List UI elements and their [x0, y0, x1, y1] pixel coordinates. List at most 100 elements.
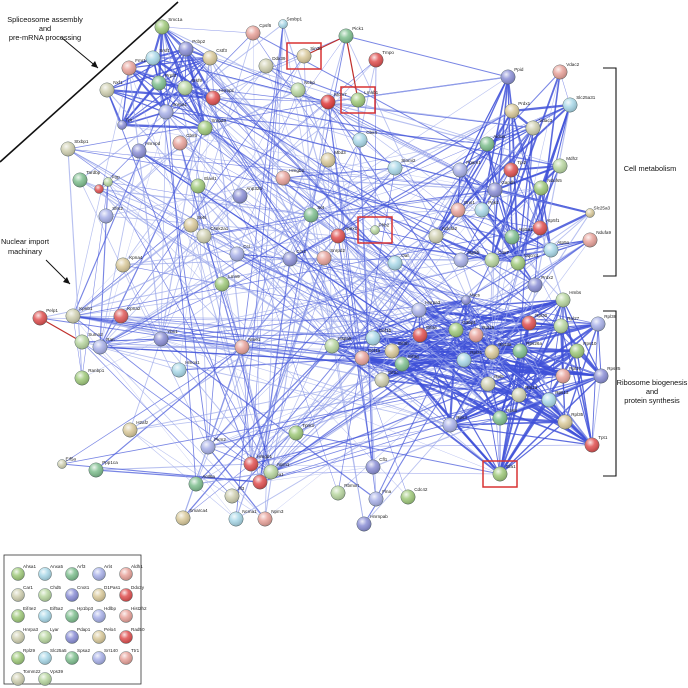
node-snrpd2[interactable]: Snrpd2: [316, 248, 346, 266]
node-ilf3[interactable]: Ilf3: [224, 486, 245, 504]
node-atp5f1[interactable]: Atp5f1: [532, 218, 560, 236]
node-ybx1[interactable]: Ybx1: [153, 329, 178, 347]
node-cstf3[interactable]: Cstf3: [202, 48, 228, 66]
node-rps8[interactable]: Rps8: [492, 408, 518, 426]
node-stxbp1[interactable]: Stxbp1: [60, 139, 89, 157]
node-set[interactable]: Set: [303, 205, 325, 223]
node-anp32b[interactable]: Anp32b: [232, 186, 263, 204]
node-eif3c[interactable]: Eif3c: [374, 370, 399, 388]
node-eif5a[interactable]: Eif5a: [57, 457, 77, 469]
node-mdh2[interactable]: Mdh2: [552, 156, 578, 174]
node-ndufa9[interactable]: Ndufa9: [582, 230, 612, 248]
node-tmpo[interactable]: Tmpo: [368, 50, 395, 68]
node-atp5b[interactable]: Atp5b: [453, 250, 480, 268]
node-hmgb2[interactable]: Hmgb2: [275, 168, 305, 186]
node-uqcrc1[interactable]: Uqcrc1: [510, 253, 539, 271]
node-hnrnpab[interactable]: Hnrnpab: [356, 514, 388, 532]
node-kpna4[interactable]: Kpna4: [115, 255, 143, 273]
node-elavl1[interactable]: Elavl1: [190, 176, 217, 194]
node-ppp1ca[interactable]: Ppp1ca: [88, 460, 118, 478]
node-ncma1[interactable]: Ncma1: [228, 509, 257, 527]
node-hnrnpd[interactable]: Hnrnpd: [131, 141, 161, 159]
node-rpl35[interactable]: Rpl35: [557, 412, 584, 430]
node-nacs[interactable]: Nacs: [461, 293, 481, 305]
node-cox7[interactable]: Cox7: [484, 250, 510, 268]
node-eif3g[interactable]: Eif3g: [394, 354, 419, 372]
node-rpl38[interactable]: Rpl38: [590, 314, 617, 332]
node-srsf9[interactable]: Srsf9: [177, 78, 203, 96]
node-smc1a[interactable]: Smc1a: [154, 17, 183, 35]
node-slc25a31[interactable]: Slc25a31: [562, 95, 596, 113]
node-vdac3[interactable]: Vdac3: [525, 118, 553, 136]
node-rpl13[interactable]: Rpl13: [511, 385, 538, 403]
node-hmbs[interactable]: Hmbs: [555, 290, 582, 308]
node-tardbp[interactable]: Tardbp: [72, 170, 101, 188]
node-ncbp[interactable]: Ncbp: [290, 80, 316, 98]
node-npm1[interactable]: Npm1: [263, 462, 290, 480]
node-ranbp1[interactable]: Ranbp1: [74, 368, 105, 386]
node-rps13[interactable]: Rps13: [541, 390, 569, 408]
node-cpsf6[interactable]: Cpsf6: [245, 23, 272, 41]
node-sumo2[interactable]: Sumo2: [74, 332, 103, 350]
node-pop[interactable]: Pop: [103, 175, 121, 187]
node-ppid[interactable]: Ppid: [500, 67, 524, 85]
node-hmgb1[interactable]: Hmgb1: [243, 454, 273, 472]
node-rpl15[interactable]: Rpl15: [468, 325, 495, 343]
node-prpf3[interactable]: Prpf3: [151, 73, 177, 91]
node-sets[interactable]: Sets: [183, 215, 207, 233]
node-g3bp1[interactable]: G3bp1: [448, 320, 477, 338]
node-pkm2[interactable]: Pkm2: [200, 437, 227, 455]
node-nxf1[interactable]: Nxf1: [99, 80, 123, 98]
node-kpna2[interactable]: Kpna2: [113, 306, 141, 324]
node-hnrnpc[interactable]: Hnrnpc: [205, 88, 235, 106]
node-eef1b[interactable]: Eef1b: [365, 328, 392, 346]
node-vdac2[interactable]: Vdac2: [552, 62, 580, 80]
node-lmnb1[interactable]: Lmnb1: [350, 90, 379, 108]
node-ddx39[interactable]: Ddx39: [258, 56, 286, 74]
node-rps4[interactable]: Rps4: [442, 415, 468, 433]
node-mcm7[interactable]: Mcm7: [320, 92, 347, 110]
node-lmn9[interactable]: Lmn9: [214, 274, 240, 292]
node-rps25[interactable]: Rps25: [593, 366, 621, 384]
node-oat[interactable]: Oat: [387, 253, 410, 271]
node-ccl[interactable]: Ccl: [229, 244, 250, 262]
node-rps26a[interactable]: Rps26a: [512, 341, 543, 359]
node-rps10[interactable]: Rps10: [569, 341, 597, 359]
node-eno1[interactable]: Eno1: [450, 200, 476, 218]
node-flna[interactable]: Flna: [368, 489, 392, 507]
node-h2afz[interactable]: H2afz: [122, 420, 149, 438]
node-pcbp2[interactable]: Pcbp2: [178, 39, 206, 57]
node-npm3[interactable]: Npm3: [257, 509, 284, 527]
node-ndufs5[interactable]: Ndufs5: [533, 178, 562, 196]
node-aldoa[interactable]: Aldoa: [479, 134, 506, 152]
node-cbx5[interactable]: Cbx5: [172, 133, 198, 151]
node-pgam1[interactable]: Pgam1: [452, 160, 481, 178]
node-sfrs2[interactable]: Sfrs2: [98, 206, 124, 224]
node-sin3b[interactable]: Sin3b: [296, 46, 323, 64]
node-tpt1[interactable]: Tpt1: [584, 435, 608, 453]
node-csnk2a1[interactable]: Csnk2a1: [196, 226, 229, 244]
node-pgk1[interactable]: Pgk1: [474, 200, 499, 218]
node-atp5o[interactable]: Atp5o: [543, 240, 570, 258]
node-slc25a3[interactable]: Slc25a3: [585, 206, 611, 218]
node-rps3a[interactable]: Rps3a: [484, 342, 512, 360]
node-hmox1[interactable]: Hmox1: [171, 360, 200, 378]
node-fmr1[interactable]: Fmr1: [121, 58, 147, 76]
node-stomi2[interactable]: Stomi2: [387, 158, 416, 176]
node-tpm3[interactable]: Tpm3: [288, 423, 315, 441]
node-prdx1[interactable]: Prdx1: [504, 101, 531, 119]
node-rbmxrt[interactable]: Rbmxrt: [330, 483, 360, 501]
node-nme1[interactable]: Nme1: [234, 337, 261, 355]
node-ccr2[interactable]: Ccr2: [282, 249, 307, 267]
node-pelp1[interactable]: Pelp1: [32, 308, 59, 326]
node-rpl17[interactable]: Rpl17: [555, 366, 582, 384]
node-pick1[interactable]: Pick1: [338, 26, 364, 44]
node-tpi2[interactable]: Tpi2: [503, 160, 527, 178]
node-efa1[interactable]: Efa1: [492, 464, 516, 482]
node-actl6a[interactable]: Actl6a: [188, 474, 216, 492]
node-phb2[interactable]: Phb2: [370, 223, 390, 235]
node-eif3b[interactable]: Eif3b: [384, 341, 409, 359]
node-smarca4[interactable]: Smarca4: [175, 508, 208, 526]
node-snrpa1[interactable]: Snrpa1: [158, 102, 188, 120]
node-srsf1[interactable]: Srsf1: [145, 48, 171, 66]
